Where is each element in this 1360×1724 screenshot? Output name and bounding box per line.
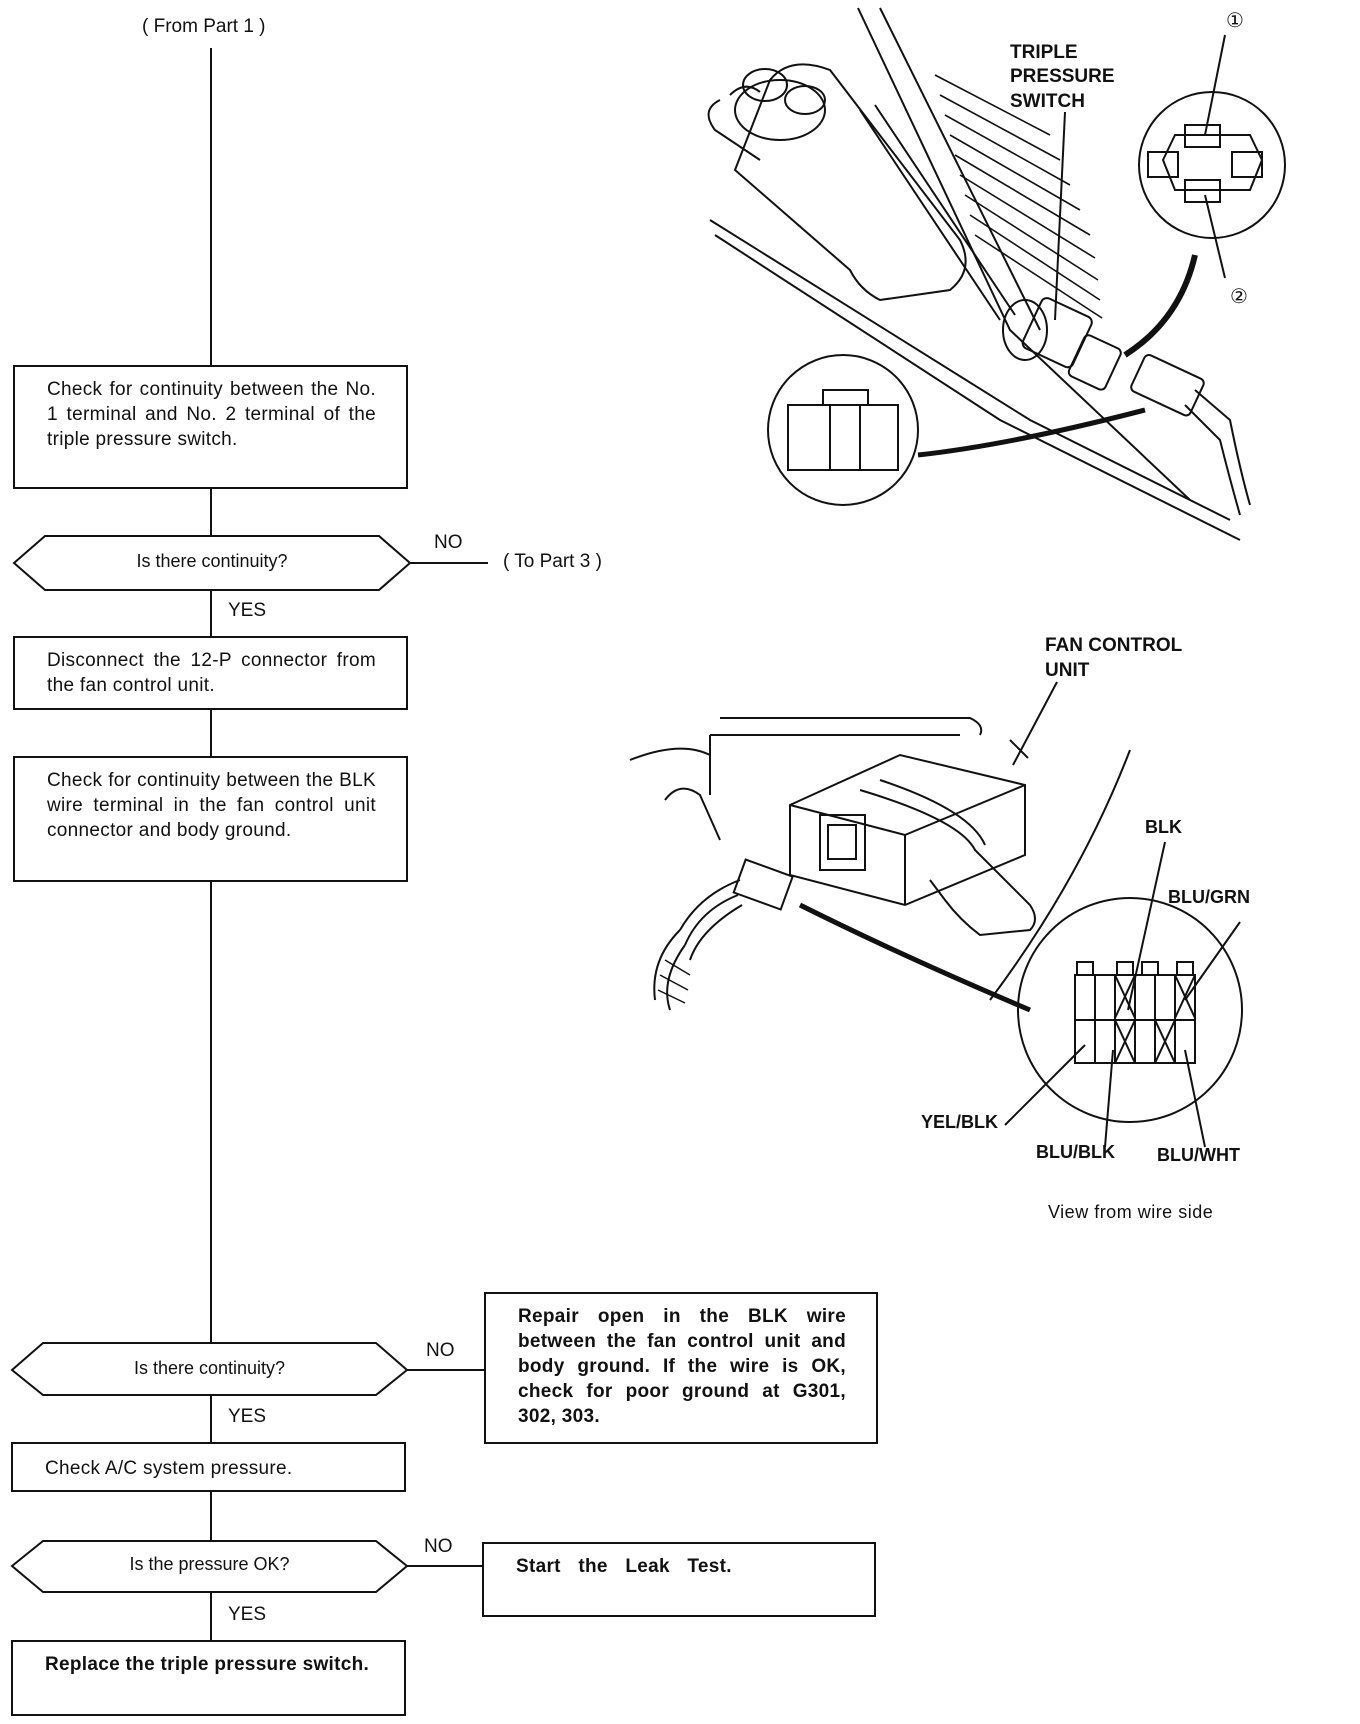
- callout-2-label: ②: [1230, 286, 1248, 308]
- flow-connectors: [210, 48, 488, 1640]
- wire-label-blu-blk: BLU/BLK: [1036, 1142, 1115, 1162]
- q2-no-label: NO: [426, 1340, 455, 1361]
- fan-unit-label-leader: [1012, 681, 1058, 766]
- triple-pressure-switch-label-line3: SWITCH: [1010, 91, 1085, 112]
- from-part1-label: ( From Part 1 ): [142, 16, 266, 37]
- step-disconnect-connector: Disconnect the 12-P connector from the f…: [13, 636, 408, 710]
- wire-label-yel-blk: YEL/BLK: [921, 1112, 999, 1132]
- q1-no-label: NO: [434, 532, 463, 553]
- decision-q3-shape: [10, 1540, 409, 1593]
- wire-label-blk: BLK: [1145, 817, 1182, 837]
- triple-pressure-switch-illustration: [707, 7, 1286, 541]
- fan-control-unit-label-line2: UNIT: [1045, 660, 1090, 681]
- wire-label-blu-wht: BLU/WHT: [1157, 1145, 1240, 1165]
- q1-yes-label: YES: [228, 600, 267, 621]
- switch-label-leader: [1054, 111, 1066, 321]
- fan-control-unit-label-line1: FAN CONTROL: [1045, 635, 1183, 656]
- to-part3-label: ( To Part 3 ): [503, 551, 602, 572]
- q3-yes-label: YES: [228, 1604, 267, 1625]
- step-check-switch-continuity: Check for continuity between the No. 1 t…: [13, 365, 408, 489]
- decision-q1-label: Is there continuity?: [136, 551, 288, 571]
- fan-control-unit-illustration: [629, 717, 1243, 1148]
- triple-pressure-switch-label-line1: TRIPLE: [1010, 42, 1078, 63]
- step-check-ac-pressure: Check A/C system pressure.: [11, 1442, 406, 1492]
- q2-yes-label: YES: [228, 1406, 267, 1427]
- q3-no-label: NO: [424, 1536, 453, 1557]
- decision-q1-shape: [12, 535, 412, 591]
- decision-q2-label: Is there continuity?: [133, 1358, 286, 1378]
- step-repair-blk-wire: Repair open in the BLK wire between the …: [484, 1292, 878, 1444]
- callout-1-label: ①: [1226, 10, 1244, 32]
- view-caption: View from wire side: [1048, 1202, 1214, 1222]
- decision-q2-shape: [10, 1342, 409, 1396]
- decision-q3-label: Is the pressure OK?: [129, 1554, 290, 1574]
- wire-label-blu-grn: BLU/GRN: [1168, 887, 1250, 907]
- step-check-blk-continuity: Check for continuity between the BLK wir…: [13, 756, 408, 882]
- step-start-leak-test: Start the Leak Test.: [482, 1542, 876, 1617]
- step-replace-switch: Replace the triple pressure switch.: [11, 1640, 406, 1716]
- triple-pressure-switch-label-line2: PRESSURE: [1010, 66, 1115, 87]
